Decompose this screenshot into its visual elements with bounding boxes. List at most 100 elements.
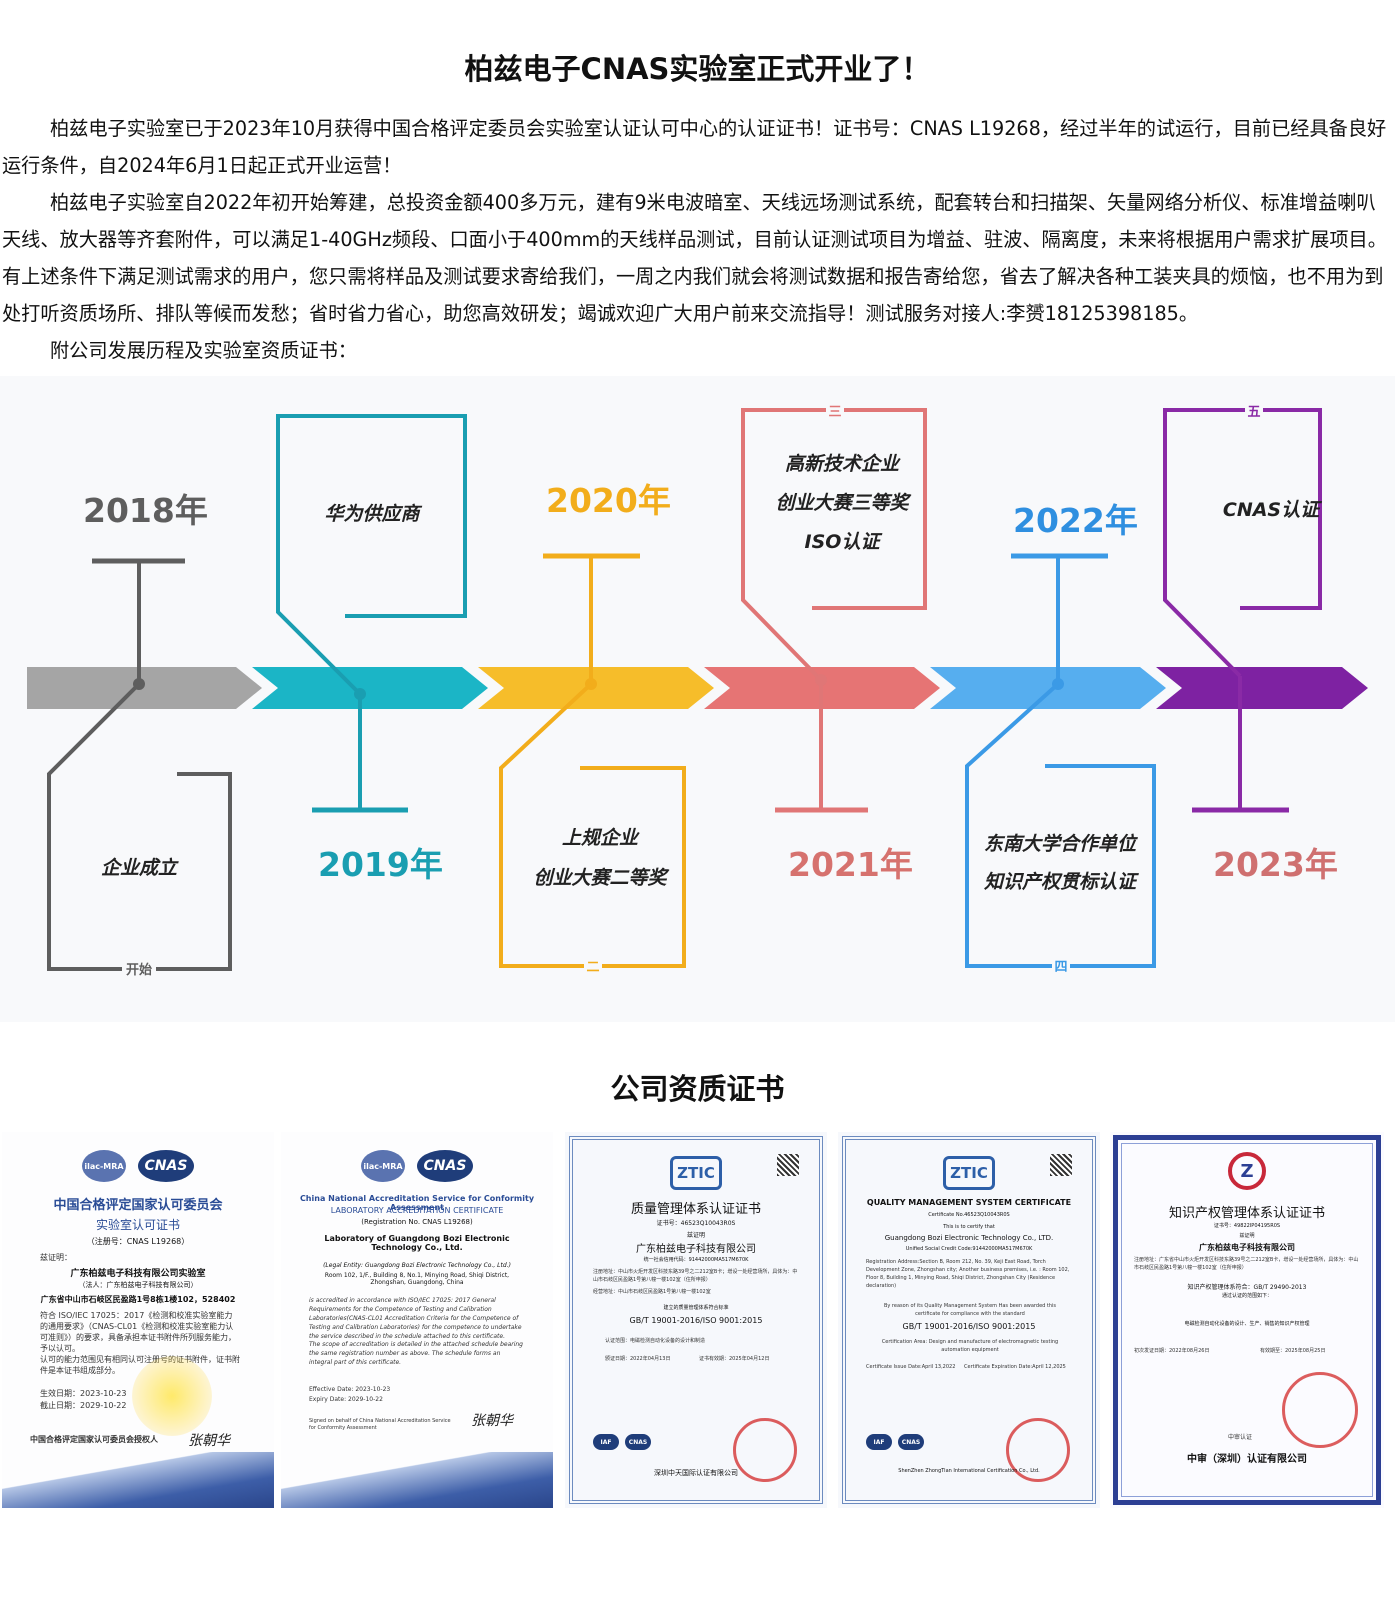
year-label-2020: 2020年 bbox=[546, 481, 671, 520]
cert-4-title: QUALITY MANAGEMENT SYSTEM CERTIFICATE bbox=[866, 1198, 1072, 1207]
cert-2-expiry: Expiry Date: 2029-10-22 bbox=[309, 1396, 383, 1403]
cert-1-subtitle: 实验室认可证书 bbox=[95, 1218, 180, 1232]
cert-2-footer: Signed on behalf of China National Accre… bbox=[309, 1418, 451, 1431]
company-history-timeline: 2018年 2019年 2020年 2021年 2022年 2023年 企业成立… bbox=[0, 376, 1395, 1022]
red-stamp bbox=[1006, 1418, 1070, 1482]
tag-2018: 开始 bbox=[126, 962, 152, 978]
cert-2-subtitle: LABORATORY ACCREDITATION CERTIFICATE bbox=[330, 1206, 504, 1215]
milestone-2023 bbox=[1163, 408, 1322, 813]
article-body: 柏兹电子实验室已于2023年10月获得中国合格评定委员会实验室认证认可中心的认证… bbox=[2, 110, 1394, 369]
certificate-iso9001-en: ZTIC QUALITY MANAGEMENT SYSTEM CERTIFICA… bbox=[838, 1132, 1100, 1508]
event-2018-1: 企业成立 bbox=[101, 857, 179, 879]
tag-2023: 五 bbox=[1247, 405, 1260, 420]
cert-2-body2: The scope of accreditation is detailed i… bbox=[309, 1341, 523, 1366]
year-label-2021: 2021年 bbox=[788, 845, 913, 884]
cert-1-expiry: 截止日期：2029-10-22 bbox=[40, 1401, 127, 1410]
qr-code-icon bbox=[1050, 1154, 1072, 1176]
event-2021-2: 创业大赛三等奖 bbox=[775, 492, 911, 514]
cert-2-address: Room 102, 1/F., Building 8, No.1, Minyin… bbox=[324, 1272, 510, 1286]
timeline-arrow-2022 bbox=[930, 667, 1166, 709]
timeline-arrow-2023 bbox=[1156, 667, 1368, 709]
cert-3-body: 建立的质量管理体系符合标准 bbox=[663, 1305, 729, 1311]
cert-3-issue: 颁证日期：2022年04月13日 bbox=[605, 1356, 671, 1362]
event-2023-1: CNAS认证 bbox=[1223, 499, 1322, 521]
tag-2021: 三 bbox=[828, 405, 841, 420]
event-2020-1: 上规企业 bbox=[562, 827, 640, 849]
cert-1-body: 符合 ISO/IEC 17025：2017《检测和校准实验室能力的通用要求》（C… bbox=[40, 1311, 236, 1353]
cert-1-footer: 中国合格评定国家认可委员会授权人 bbox=[30, 1435, 158, 1444]
cert-1-address: 广东省中山市石岐区民盈路1号8栋1楼102，528402 bbox=[40, 1295, 236, 1304]
cert-5-body: 知识产权管理体系符合：GB/T 29490-2013 bbox=[1187, 1284, 1307, 1291]
ilac-mra-logo: ilac-MRA bbox=[361, 1150, 405, 1182]
page-title: 柏兹电子CNAS实验室正式开业了！ bbox=[464, 52, 931, 86]
cert-3-footer: 深圳中天国际认证有限公司 bbox=[654, 1469, 738, 1477]
cert-5-title: 知识产权管理体系认证证书 bbox=[1168, 1206, 1325, 1221]
event-2021-3: ISO认证 bbox=[805, 531, 883, 553]
cert-4-address: Registration Address:Section B, Room 212… bbox=[866, 1259, 1070, 1289]
cnas-badge-icon: CNAS bbox=[898, 1434, 924, 1450]
cert-5-footer: 中审（深圳）认证有限公司 bbox=[1187, 1454, 1307, 1465]
cert-5-scope: 电磁检测自动化设备的设计、生产、销售的知识产权管理 bbox=[1184, 1321, 1310, 1327]
milestone-2022 bbox=[965, 553, 1156, 968]
milestone-2019 bbox=[276, 414, 467, 813]
year-label-2022: 2022年 bbox=[1013, 501, 1138, 540]
cert-1-label: 兹证明： bbox=[40, 1253, 72, 1262]
event-2022-1: 东南大学合作单位 bbox=[984, 833, 1138, 855]
red-stamp bbox=[733, 1418, 797, 1482]
cert-3-title: 质量管理体系认证证书 bbox=[630, 1202, 761, 1217]
ztic-logo: ZTIC bbox=[670, 1156, 722, 1190]
cert-4-org-sub: Unified Social Credit Code:91442000MA517… bbox=[905, 1246, 1033, 1252]
cert-3-org-sub: 统一社会信用代码：91442000MA517M670K bbox=[643, 1257, 749, 1263]
cert-2-body: is accredited in accordance with ISO/IEC… bbox=[309, 1297, 522, 1340]
paragraph-appendix: 附公司发展历程及实验室资质证书： bbox=[50, 339, 357, 362]
cnas-badge-icon: CNAS bbox=[625, 1434, 651, 1450]
cert-2-org: Laboratory of Guangdong Bozi Electronic … bbox=[324, 1234, 510, 1252]
cert-5-address: 注册地址：广东省中山市火炬开发区科技东路39号之二212室B卡，增设一处经营场所… bbox=[1134, 1257, 1359, 1271]
timeline-arrow-2019 bbox=[252, 667, 488, 709]
paragraph-details: 柏兹电子实验室自2022年初开始筹建，总投资金额400多万元，建有9米电波暗室、… bbox=[2, 191, 1387, 325]
gold-seal bbox=[132, 1356, 212, 1436]
red-stamp bbox=[1282, 1372, 1358, 1448]
event-2019-1: 华为供应商 bbox=[324, 503, 422, 525]
ztic-logo: ZTIC bbox=[943, 1156, 995, 1190]
cert-4-label: This is to certify that bbox=[943, 1224, 995, 1230]
event-2021-1: 高新技术企业 bbox=[785, 453, 901, 475]
cert-3-org: 广东柏兹电子科技有限公司 bbox=[636, 1244, 756, 1255]
certificate-border bbox=[842, 1136, 1096, 1504]
decorative-wave bbox=[281, 1452, 553, 1508]
cert-2-issue: Effective Date: 2023-10-23 bbox=[309, 1386, 391, 1393]
event-2020-2: 创业大赛二等奖 bbox=[533, 867, 669, 889]
cert-3-label: 兹证明 bbox=[686, 1232, 705, 1239]
cert-4-org: Guangdong Bozi Electronic Technology Co.… bbox=[884, 1234, 1054, 1242]
year-label-2018: 2018年 bbox=[83, 491, 208, 530]
milestone-2020 bbox=[499, 553, 686, 968]
cert-5-mark: 中审认证 bbox=[1228, 1434, 1253, 1441]
cert-3-scope: 认证范围：电磁检测自动化设备的设计和制造 bbox=[605, 1338, 706, 1344]
event-2022-2: 知识产权贯标认证 bbox=[983, 871, 1139, 893]
cert-4-footer: ShenZhen ZhongTian International Certifi… bbox=[898, 1468, 1040, 1474]
cert-4-number: Certificate No.46523Q10043R0S bbox=[928, 1212, 1010, 1218]
cert-5-expiry: 有效期至：2025年08月25日 bbox=[1260, 1348, 1326, 1354]
cert-2-signature: 张朝华 bbox=[471, 1413, 513, 1429]
certificate-iso9001-cn: ZTIC 质量管理体系认证证书 证书号：46523Q10043R0S 兹证明 广… bbox=[565, 1132, 827, 1508]
cert-3-number: 证书号：46523Q10043R0S bbox=[656, 1220, 736, 1227]
cert-4-body: By reason of its Quality Management Syst… bbox=[883, 1303, 1057, 1317]
cert-4-expiry: Certificate Expiration Date:April 12,202… bbox=[964, 1364, 1066, 1370]
cert-3-address2: 经营地址：中山市石岐区民盈路1号第八幢一楼102室 bbox=[593, 1289, 711, 1295]
cert-2-title: China National Accreditation Service for… bbox=[299, 1194, 535, 1212]
certificate-cnas-cn: ilac-MRA CNAS 中国合格评定国家认可委员会 实验室认可证书 （注册号… bbox=[2, 1132, 274, 1508]
year-label-2023: 2023年 bbox=[1213, 845, 1338, 884]
cert-5-body2: 通过认证的范围如下： bbox=[1221, 1293, 1272, 1299]
cert-1-number: （注册号：CNAS L19268） bbox=[86, 1237, 190, 1246]
ilac-mra-logo: ilac-MRA bbox=[82, 1150, 126, 1182]
certificate-cnas-en: ilac-MRA CNAS China National Accreditati… bbox=[281, 1132, 553, 1508]
cert-1-title: 中国合格评定国家认可委员会 bbox=[53, 1198, 223, 1213]
tag-2020: 二 bbox=[586, 960, 599, 975]
milestone-2018 bbox=[47, 558, 232, 971]
cert-5-issue: 初次发证日期：2022年08月26日 bbox=[1134, 1348, 1210, 1354]
cert-2-number: (Registration No. CNAS L19268) bbox=[361, 1218, 473, 1226]
qr-code-icon bbox=[777, 1154, 799, 1176]
cert-5-label: 兹证明 bbox=[1239, 1233, 1255, 1239]
cert-4-issue: Certificate Issue Date:April 13,2022 bbox=[866, 1364, 956, 1370]
cert-5-org: 广东柏兹电子科技有限公司 bbox=[1199, 1243, 1295, 1252]
